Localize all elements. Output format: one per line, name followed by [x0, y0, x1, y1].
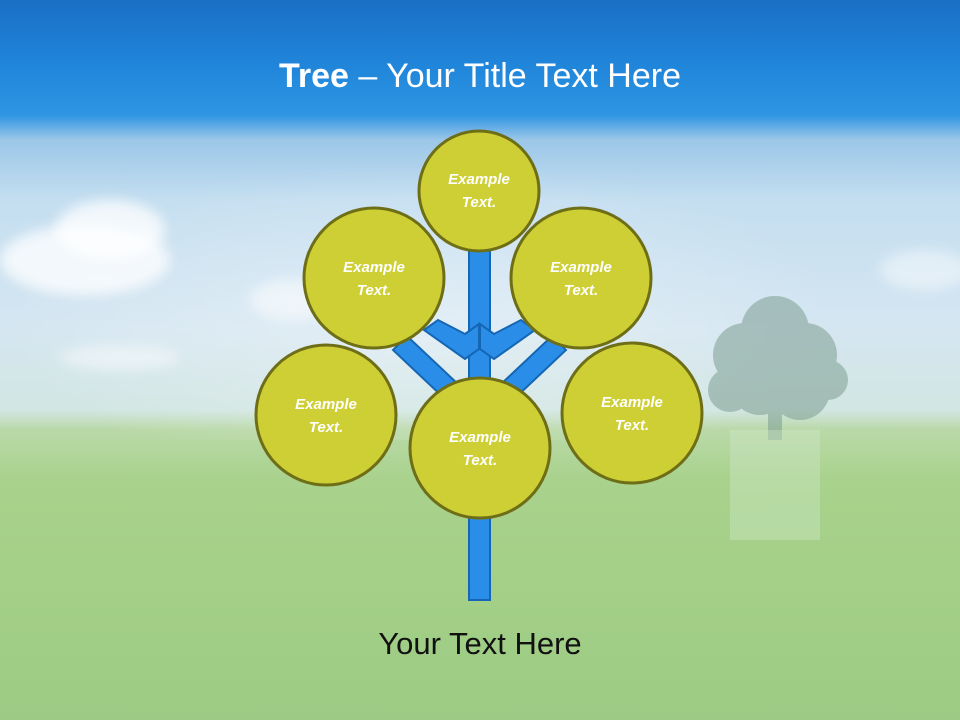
branch-upper-right	[479, 318, 537, 361]
node-line1: Example	[295, 396, 357, 413]
node-line1: Example	[343, 259, 405, 276]
node-circle-top	[417, 129, 541, 253]
node-label-upper-right: Example Text.	[511, 256, 651, 302]
node-circle-center	[408, 376, 552, 520]
node-label-upper-left: Example Text.	[304, 256, 444, 302]
node-line2: Text.	[461, 194, 497, 211]
node-line2: Text.	[462, 452, 498, 469]
title-bold: Tree	[279, 57, 349, 95]
node-line1: Example	[550, 259, 612, 276]
cloud	[55, 200, 165, 260]
footer-text: Your Text Here	[378, 626, 582, 661]
node-line1: Example	[449, 429, 511, 446]
node-line2: Text.	[563, 282, 599, 299]
node-circle-upper-left	[302, 206, 446, 350]
node-label-center: Example Text.	[410, 426, 550, 472]
background-tree-image	[708, 296, 848, 540]
node-label-lower-left: Example Text.	[256, 393, 396, 439]
cloud	[880, 250, 960, 290]
cloud	[60, 345, 180, 370]
node-line1: Example	[448, 171, 510, 188]
node-circles	[254, 129, 704, 520]
title-rest: – Your Title Text Here	[348, 57, 681, 95]
node-circle-lower-left	[254, 343, 398, 487]
node-circle-lower-right	[560, 341, 704, 485]
node-line2: Text.	[308, 419, 344, 436]
slide-title: Tree – Your Title Text Here	[0, 54, 960, 98]
node-line1: Example	[601, 394, 663, 411]
node-circle-upper-right	[509, 206, 653, 350]
node-label-lower-right: Example Text.	[562, 391, 702, 437]
node-line2: Text.	[614, 417, 650, 434]
node-line2: Text.	[356, 282, 392, 299]
node-label-top: Example Text.	[419, 168, 539, 214]
